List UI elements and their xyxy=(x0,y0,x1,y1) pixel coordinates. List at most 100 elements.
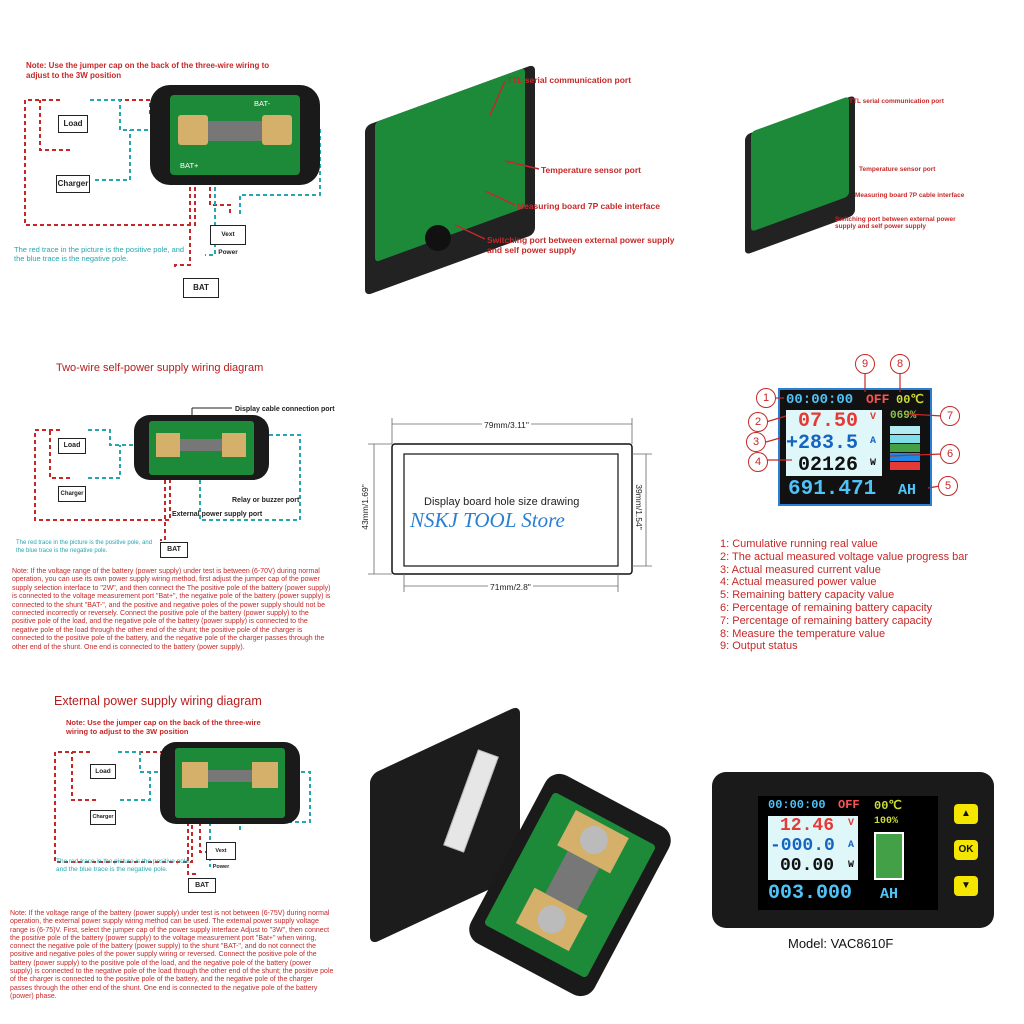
two-wire-lines xyxy=(34,407,301,541)
charger-box-ext: Charger xyxy=(90,810,116,825)
load-box-ext: Load xyxy=(90,764,116,779)
model-label: Model: VAC8610F xyxy=(788,936,894,951)
front-pct: 100% xyxy=(874,816,899,827)
up-button[interactable]: ▲ xyxy=(954,804,978,824)
callout-1: 1 xyxy=(756,388,776,408)
trace-note-ext: The red trace in the picture is the posi… xyxy=(56,858,191,873)
measure-port-label-small: Measuring board 7P cable interface xyxy=(855,192,965,199)
front-voltage: 12.46 xyxy=(780,816,835,836)
load-box: Load xyxy=(58,115,88,133)
switch-port-label-small: Switching port between external power su… xyxy=(835,216,956,230)
front-power: 00.00 xyxy=(780,856,835,876)
display-cable-label: Display cable connection port xyxy=(235,406,335,413)
panel-pcb-ports: TTL serial communication port Temperatur… xyxy=(355,64,675,296)
hole-drawing-label: Display board hole size drawing xyxy=(424,496,580,508)
lcd-screen: 00:00:00 OFF 00℃ 07.50 V +283.5 A 02126 … xyxy=(778,388,932,506)
shunt-board-ext xyxy=(160,742,300,824)
dim-left: 43mm/1.69" xyxy=(359,484,370,530)
panel-screen-callouts: 00:00:00 OFF 00℃ 07.50 V +283.5 A 02126 … xyxy=(720,352,1020,662)
front-time: 00:00:00 xyxy=(768,798,826,812)
legend-item: 6: Percentage of remaining battery capac… xyxy=(720,601,933,614)
vext-label-ext: Vext Power xyxy=(212,848,230,870)
legend-item: 4: Actual measured power value xyxy=(720,576,877,589)
callout-legend: 1: Cumulative running real value 2: The … xyxy=(720,538,1020,653)
callout-3: 3 xyxy=(746,432,766,452)
load-label-2w: Load xyxy=(63,442,81,449)
vext-box: Vext Power xyxy=(210,225,246,256)
dim-right: 39mm/1.54" xyxy=(633,484,644,530)
bat-box-ext: BAT xyxy=(188,878,216,893)
measure-port-label: Measuring board 7P cable interface xyxy=(517,201,660,211)
legend-item: 1: Cumulative running real value xyxy=(720,538,878,550)
lcd-temp: 00℃ xyxy=(896,393,924,407)
panel-product-photo xyxy=(360,705,677,1002)
bat-box: BAT xyxy=(183,278,219,298)
callout-4: 4 xyxy=(748,452,768,472)
front-capacity: 003.000 xyxy=(768,882,853,905)
temp-port-label-small: Temperature sensor port xyxy=(859,166,936,173)
lcd-battery-bars xyxy=(890,426,920,474)
relay-port-label: Relay or buzzer port xyxy=(232,497,300,504)
external-note: Note: If the voltage range of the batter… xyxy=(10,910,334,1000)
front-battery-icon xyxy=(874,832,904,880)
front-a-unit: A xyxy=(848,840,855,851)
switch-port-label: Switching port between external power su… xyxy=(487,235,675,255)
lcd-status: OFF xyxy=(866,392,890,407)
bat-minus-label: BAT- xyxy=(254,99,271,108)
vext-box-ext: Vext Power xyxy=(206,842,236,870)
lcd-v-unit: V xyxy=(870,412,877,423)
dim-top: 79mm/3.11" xyxy=(482,420,531,430)
panel-dimensions: 79mm/3.11" 71mm/2.8" 43mm/1.69" 39mm/1.5… xyxy=(359,410,660,600)
charger-label: Charger xyxy=(57,179,89,188)
jumper-note: Note: Use the jumper cap on the back of … xyxy=(26,61,270,80)
trace-note: The red trace in the picture is the posi… xyxy=(14,245,185,263)
legend-item: 5: Remaining battery capacity value xyxy=(720,589,895,602)
legend-item: 7: Percentage of remaining battery capac… xyxy=(720,614,933,627)
callout-5: 5 xyxy=(938,476,958,496)
dim-bottom: 71mm/2.8" xyxy=(488,582,533,592)
panel-three-wire-wiring: Note: Use the jumper cap on the back of … xyxy=(0,55,340,305)
panel-two-wire: Two-wire self-power supply wiring diagra… xyxy=(0,360,345,680)
callout-6: 6 xyxy=(940,444,960,464)
ttl-port-label: TTL serial communication port xyxy=(507,75,632,85)
lcd-power: 02126 xyxy=(798,454,859,477)
store-watermark: NSKJ TOOL Store xyxy=(410,508,565,532)
lcd-capacity: 691.471 xyxy=(788,478,877,501)
lcd-current: +283.5 xyxy=(786,432,859,455)
callout-9: 9 xyxy=(855,354,875,374)
lcd-voltage: 07.50 xyxy=(798,410,859,433)
front-main-area xyxy=(768,816,858,880)
legend-item: 3: Actual measured current value xyxy=(720,563,881,576)
ok-button[interactable]: OK xyxy=(954,840,978,860)
callout-7: 7 xyxy=(940,406,960,426)
charger-label-ext: Charger xyxy=(92,814,114,820)
panel-pcb-small: TTL serial communication port Temperatur… xyxy=(735,90,975,260)
temp-port-label: Temperature sensor port xyxy=(541,165,641,175)
front-status: OFF xyxy=(838,798,860,812)
lcd-w-unit: W xyxy=(870,458,877,469)
two-wire-title: Two-wire self-power supply wiring diagra… xyxy=(56,362,264,374)
wiring-lines xyxy=(24,99,321,270)
trace-note-2w: The red trace in the picture is the posi… xyxy=(16,540,153,554)
legend-item: 9: Output status xyxy=(720,640,798,653)
lcd-cap-unit: AH xyxy=(898,482,917,499)
bat-label: BAT xyxy=(193,283,209,292)
shunt-board: BAT+ BAT- xyxy=(150,85,320,185)
bat-box-2w: BAT xyxy=(160,542,188,558)
front-v-unit: V xyxy=(848,818,855,829)
legend-item: 2: The actual measured voltage value pro… xyxy=(720,550,969,563)
shunt-board-2w xyxy=(134,415,269,480)
charger-box-2w: Charger xyxy=(58,486,86,502)
load-label: Load xyxy=(63,119,83,128)
front-temp: 00℃ xyxy=(874,799,902,813)
front-w-unit: W xyxy=(848,860,855,871)
display-lcd: 00:00:00 OFF 00℃ 12.46 V -000.0 A 00.00 … xyxy=(758,796,938,910)
front-cap-unit: AH xyxy=(880,886,899,903)
front-current: -000.0 xyxy=(770,836,835,856)
charger-box: Charger xyxy=(56,175,90,193)
two-wire-note: Note: If the voltage range of the batter… xyxy=(12,568,331,651)
lcd-main-area xyxy=(786,410,882,476)
vext-label: Vext Power xyxy=(218,231,238,256)
display-bezel: 00:00:00 OFF 00℃ 12.46 V -000.0 A 00.00 … xyxy=(712,772,994,928)
down-button[interactable]: ▼ xyxy=(954,876,978,896)
